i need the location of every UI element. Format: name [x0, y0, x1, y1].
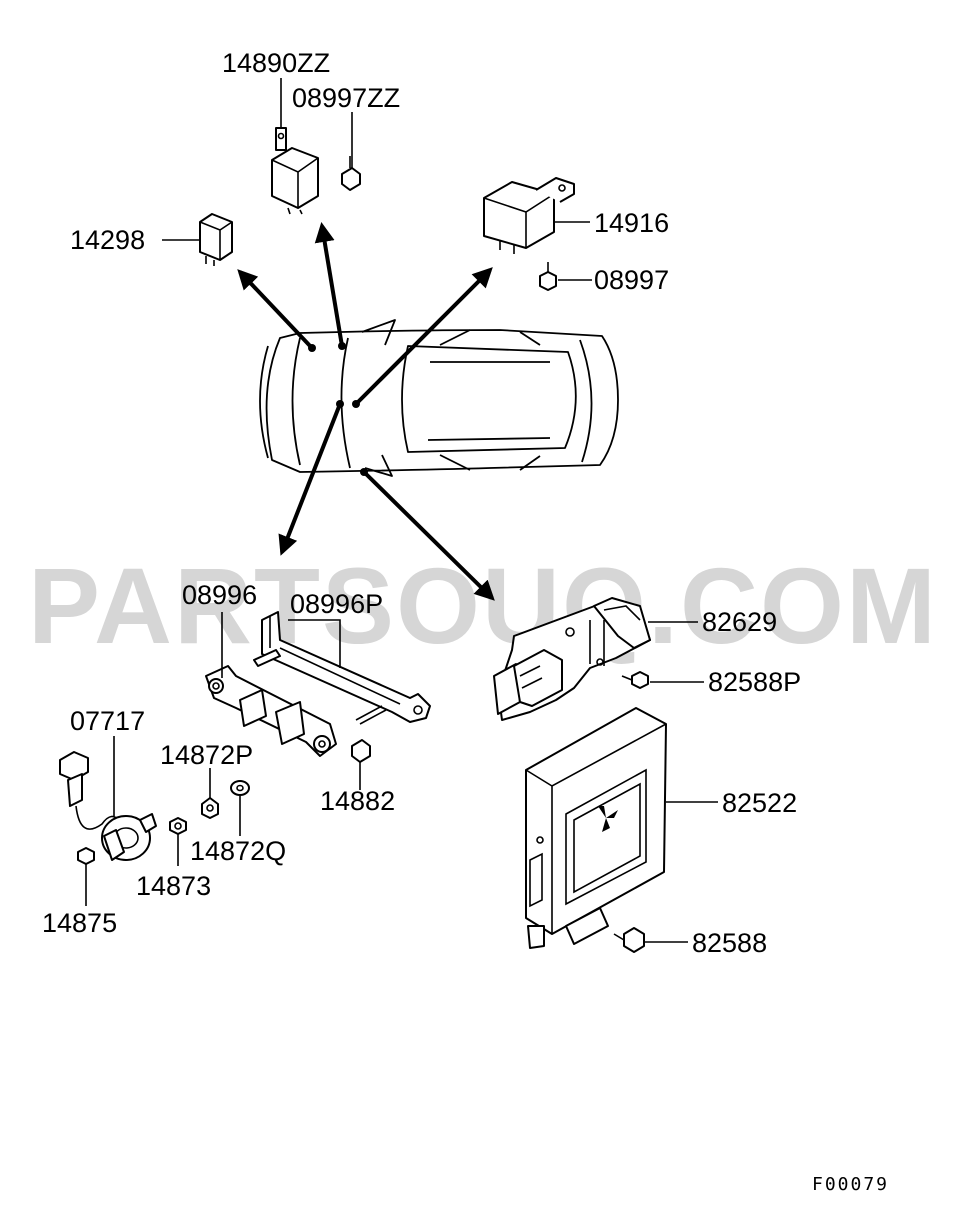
label-07717[interactable]: 07717	[70, 706, 145, 736]
label-14875[interactable]: 14875	[42, 908, 117, 938]
label-82629[interactable]: 82629	[702, 607, 777, 637]
part-labels: 14890ZZ 08997ZZ 14298 14916 08997 08996 …	[42, 48, 801, 958]
bolt-14882[interactable]	[351, 739, 371, 772]
label-14890ZZ[interactable]: 14890ZZ	[222, 48, 330, 78]
relay-14890ZZ[interactable]	[271, 127, 319, 215]
label-14873[interactable]: 14873	[136, 871, 211, 901]
label-82588P[interactable]: 82588P	[708, 667, 801, 697]
screw-82588P[interactable]	[621, 671, 649, 689]
washer-14872Q[interactable]	[230, 780, 250, 796]
label-14298[interactable]: 14298	[70, 225, 145, 255]
figure-code: F00079	[812, 1174, 889, 1195]
screw-08997ZZ[interactable]	[341, 156, 361, 191]
arrow-to-14890ZZ	[314, 222, 344, 347]
label-08997ZZ[interactable]: 08997ZZ	[292, 83, 400, 113]
bracket-82629[interactable]	[493, 597, 651, 721]
screw-08997[interactable]	[539, 262, 557, 291]
arrow-to-14916	[354, 267, 493, 406]
control-unit-82522[interactable]	[525, 707, 667, 949]
bracket-08996P[interactable]	[253, 611, 431, 725]
bracket-08996[interactable]	[205, 665, 337, 757]
arrow-to-82629	[362, 470, 495, 601]
watermark-text: PARTSOUQ.COM	[28, 545, 938, 666]
pointer-arrows	[237, 222, 495, 601]
screw-14875[interactable]	[77, 847, 95, 865]
relay-14916[interactable]	[483, 177, 575, 254]
label-14872P[interactable]: 14872P	[160, 740, 253, 770]
arrow-to-14298	[237, 269, 314, 350]
arrow-to-bracket	[278, 403, 342, 556]
vehicle-top-view	[259, 319, 619, 477]
label-14882[interactable]: 14882	[320, 786, 395, 816]
label-14872Q[interactable]: 14872Q	[190, 836, 286, 866]
label-82522[interactable]: 82522	[722, 788, 797, 818]
nut-14872P[interactable]	[201, 797, 219, 819]
leader-08996P	[288, 619, 341, 668]
label-08996[interactable]: 08996	[182, 580, 257, 610]
relay-14298[interactable]	[199, 213, 233, 266]
brand-logo-icon	[598, 806, 618, 832]
label-08997[interactable]: 08997	[594, 265, 669, 295]
screw-82588[interactable]	[613, 927, 645, 953]
label-82588[interactable]: 82588	[692, 928, 767, 958]
label-08996P[interactable]: 08996P	[290, 589, 383, 619]
nut-14873[interactable]	[169, 817, 187, 835]
sensor-07717[interactable]	[59, 751, 157, 861]
label-14916[interactable]: 14916	[594, 208, 669, 238]
